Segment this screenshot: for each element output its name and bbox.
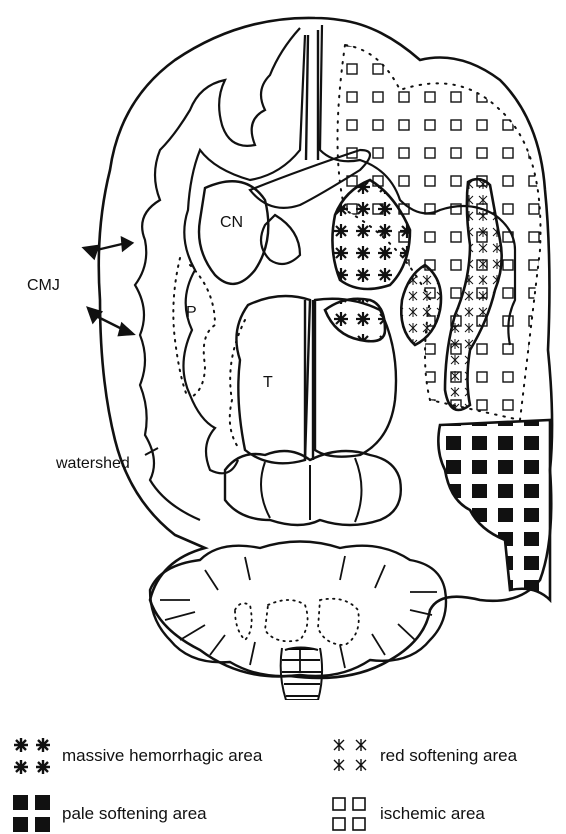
midbrain-divisions <box>261 458 362 522</box>
left-inner-cortex <box>183 35 305 473</box>
massive-hemorrhage-symbol-icon <box>12 736 52 776</box>
dentate-nuclei <box>235 599 359 645</box>
legend-label-massive: massive hemorrhagic area <box>62 746 262 766</box>
legend-label-ischemic: ischemic area <box>380 804 485 824</box>
putamen-label: P <box>186 304 197 322</box>
caudate-nucleus-label: CN <box>220 214 243 232</box>
watershed-label: watershed <box>56 455 130 473</box>
legend-item-massive: massive hemorrhagic area <box>12 736 262 776</box>
ischemic-symbol-icon <box>330 794 370 834</box>
cerebellar-folia <box>160 556 437 672</box>
legend-item-pale: pale softening area <box>12 794 207 834</box>
red-softening-symbol-icon <box>330 736 370 776</box>
caudate-nucleus <box>199 181 268 284</box>
brain-section-diagram: CMJ watershed CN P T <box>0 0 566 700</box>
legend-label-red: red softening area <box>380 746 517 766</box>
left-cortex-gyri <box>135 28 300 520</box>
putamen <box>173 258 215 398</box>
thalamus-label: T <box>263 374 273 392</box>
midbrain <box>225 451 401 525</box>
pons-segments <box>282 648 322 697</box>
cmj-arrow-lower <box>88 308 133 335</box>
cerebellum <box>150 542 446 677</box>
cmj-label: CMJ <box>27 277 60 295</box>
pale-softening-symbol-icon <box>12 794 52 834</box>
midline-fissure <box>306 30 318 160</box>
massive-hemorrhage-small <box>325 299 385 342</box>
legend: massive hemorrhagic area red softening a… <box>0 700 566 834</box>
thalamus <box>236 296 310 463</box>
brain-section-drawing <box>0 0 566 700</box>
legend-item-ischemic: ischemic area <box>330 794 485 834</box>
pale-softening-area <box>438 420 550 600</box>
legend-item-red: red softening area <box>330 736 517 776</box>
cmj-arrow-upper <box>84 238 132 258</box>
legend-label-pale: pale softening area <box>62 804 207 824</box>
